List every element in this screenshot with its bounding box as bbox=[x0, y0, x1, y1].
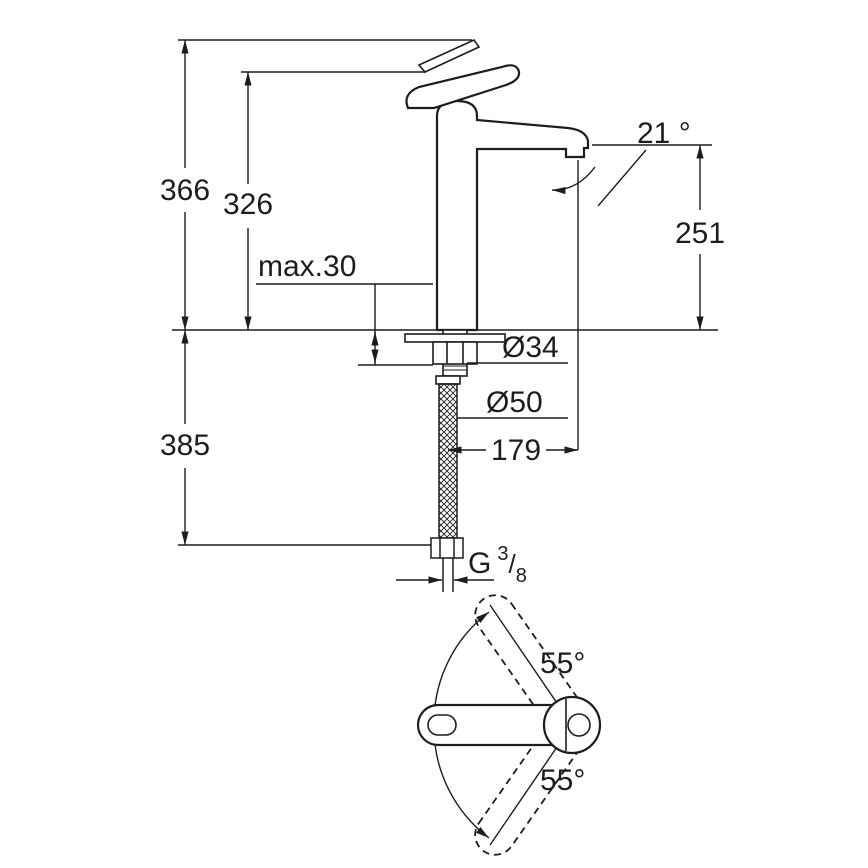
hose-end-fitting bbox=[430, 537, 464, 559]
dim-swivel-upper-label: 55° bbox=[540, 647, 585, 680]
flex-hose bbox=[430, 383, 464, 592]
faucet-lever-raised bbox=[417, 38, 481, 73]
hose-connector bbox=[435, 375, 461, 385]
thread-tube bbox=[442, 558, 454, 592]
thread-slash: / bbox=[508, 549, 516, 579]
angle21-arc-arrow bbox=[551, 166, 596, 195]
dim-326-label: 326 bbox=[223, 188, 273, 221]
top-view bbox=[416, 594, 602, 856]
swivel-arc-upper bbox=[433, 611, 490, 721]
mounting-hardware bbox=[404, 329, 506, 385]
washer bbox=[404, 333, 506, 343]
dim-max30-label: max.30 bbox=[258, 250, 356, 283]
handle-top-view bbox=[416, 695, 602, 755]
faucet-lever bbox=[405, 64, 521, 110]
dim-179-label: 179 bbox=[491, 434, 541, 467]
dimension-labels: 366 326 251 385 179 max.30 21 ° Ø34 Ø50 … bbox=[160, 117, 725, 797]
dim-angle21-label: 21 ° bbox=[637, 117, 691, 150]
body-circle bbox=[542, 695, 602, 755]
dimension-lines bbox=[181, 40, 704, 584]
dim-dia34-label: Ø34 bbox=[502, 331, 559, 364]
faucet-body bbox=[405, 38, 590, 332]
dim-366-label: 366 bbox=[160, 174, 210, 207]
thread-prefix: G bbox=[468, 547, 491, 580]
thread-numerator: 3 bbox=[497, 543, 508, 565]
dim-dia50-label: Ø50 bbox=[486, 386, 543, 419]
dim-swivel-lower-label: 55° bbox=[540, 764, 585, 797]
dim-251-label: 251 bbox=[675, 217, 725, 250]
dim-385-label: 385 bbox=[160, 429, 210, 462]
thread-denominator: 8 bbox=[516, 565, 527, 587]
braided-hose bbox=[438, 383, 458, 539]
angle21-leader bbox=[597, 149, 647, 207]
inner-circle bbox=[567, 713, 591, 737]
faucet-outline bbox=[435, 99, 590, 332]
mounting-nut bbox=[432, 341, 478, 365]
lever-grip-detail bbox=[427, 714, 457, 736]
